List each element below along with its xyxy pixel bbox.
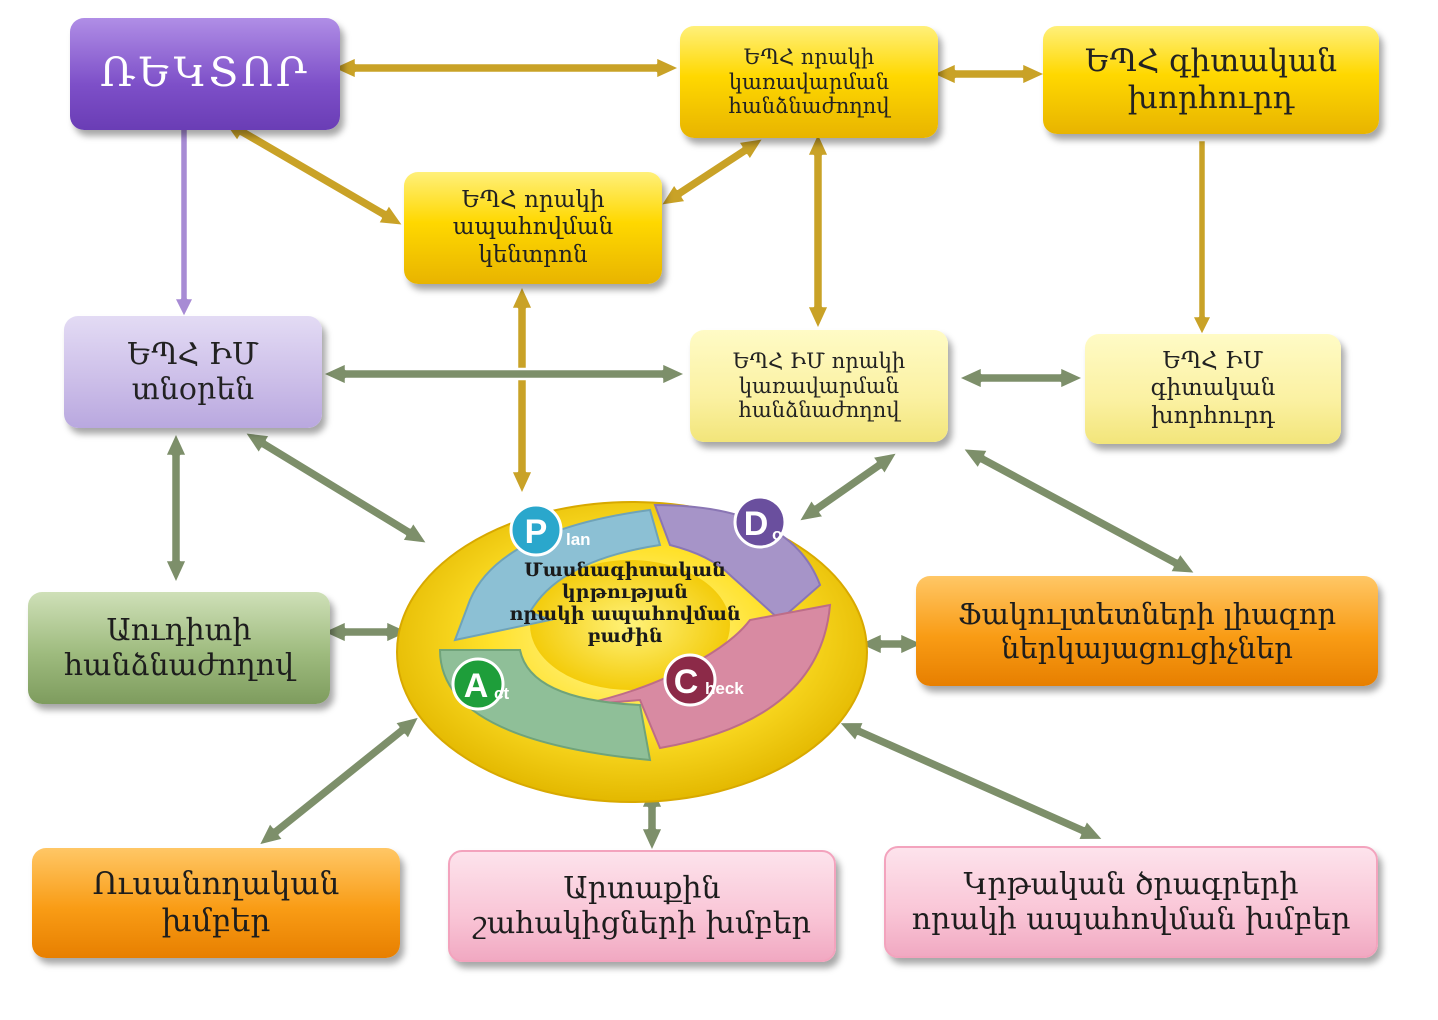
science-council-line-1: ԵՊՀ գիտական [1084, 43, 1338, 80]
plan-badge: P lan [509, 503, 591, 557]
svg-text:D: D [744, 505, 769, 543]
center-line-4: բաժին [587, 624, 663, 647]
stakeholders-line-1: Արտաքին [563, 870, 721, 906]
arrow-ijm-council-ijm-science [956, 365, 1086, 391]
act-badge: A ct [451, 657, 509, 711]
audit-box: Աուդիտի հանձնաժողով [28, 592, 330, 704]
stakeholders-box: Արտաքին շահակիցների խմբեր [448, 850, 836, 962]
arrow-director-ijm-council [320, 361, 688, 387]
director-line-2: տնօրեն [131, 372, 255, 407]
do-badge: D o [733, 495, 787, 549]
program-groups-box: Կրթական ծրագրերի որակի ապահովման խմբեր [884, 846, 1378, 958]
arrow-pdca-students [256, 714, 422, 848]
science-council-box: ԵՊՀ գիտական խորհուրդ [1043, 26, 1379, 134]
arrow-pdca-programs [836, 720, 1106, 842]
svg-text:C: C [674, 663, 699, 701]
arrow-quality-council-qa-center [658, 136, 766, 208]
rector-box: ՌԵԿՏՈՐ [70, 18, 340, 130]
faculty-reps-line-2: ներկայացուցիչներ [1001, 631, 1293, 665]
quality-council-line-2: կառավարման [728, 69, 890, 94]
arrow-rector-director [172, 120, 196, 320]
check-badge: C heck [663, 653, 744, 707]
plan-segment [453, 508, 662, 642]
faculty-reps-line-1: Ֆակուլտետների լիազոր [957, 596, 1337, 631]
ijm-quality-council-line-3: հանձնաժողով [738, 398, 900, 423]
arrow-quality-council-science-council [930, 61, 1048, 87]
svg-text:P: P [525, 513, 548, 551]
qa-center-line-3: կենտրոն [478, 241, 588, 268]
student-groups-box: Ուսանողական խմբեր [32, 848, 400, 958]
quality-council-box: ԵՊՀ որակի կառավարման հանձնաժողով [680, 26, 938, 138]
arrow-qa-center-pdca [509, 283, 535, 497]
svg-text:A: A [464, 667, 489, 705]
ijm-science-council-box: ԵՊՀ ԻՄ գիտական խորհուրդ [1085, 334, 1341, 444]
pdca-cycle: P lan D o C heck A ct [396, 495, 868, 803]
science-council-line-2: խորհուրդ [1127, 80, 1295, 116]
qa-center-box: ԵՊՀ որակի ապահովման կենտրոն [404, 172, 662, 284]
director-box: ԵՊՀ ԻՄ տնօրեն [64, 316, 322, 428]
ijm-quality-council-line-1: ԵՊՀ ԻՄ որակի [732, 348, 906, 373]
ijm-science-council-line-3: խորհուրդ [1151, 402, 1275, 429]
center-line-2: կրթության [562, 580, 688, 603]
arrow-director-pdca [242, 430, 430, 546]
rector-label: ՌԵԿՏՈՐ [100, 50, 310, 97]
qa-center-line-2: ապահովման [452, 214, 614, 241]
center-line-3: որակի ապահովման [509, 602, 741, 625]
quality-council-line-1: ԵՊՀ որակի [743, 44, 875, 69]
center-unit-label: Մասնագիտական կրթության որակի ապահովման բ… [495, 559, 755, 647]
program-groups-line-1: Կրթական ծրագրերի [963, 866, 1299, 902]
arrow-director-audit [163, 430, 189, 586]
ijm-science-council-line-1: ԵՊՀ ԻՄ [1162, 348, 1264, 375]
director-line-1: ԵՊՀ ԻՄ [127, 336, 259, 372]
student-groups-line-1: Ուսանողական [92, 866, 340, 903]
arrow-ijm-council-faculty [960, 446, 1198, 576]
audit-line-1: Աուդիտի [106, 612, 252, 648]
student-groups-line-2: խմբեր [161, 903, 271, 939]
program-groups-line-2: որակի ապահովման խմբեր [911, 902, 1351, 937]
qa-center-line-1: ԵՊՀ որակի [461, 187, 605, 214]
ijm-science-council-line-2: գիտական [1150, 375, 1276, 402]
arrow-quality-council-ijm-council [805, 130, 831, 332]
faculty-reps-box: Ֆակուլտետների լիազոր ներկայացուցիչներ [916, 576, 1378, 686]
svg-text:lan: lan [566, 530, 591, 549]
ijm-quality-council-line-2: կառավարման [738, 373, 900, 398]
svg-text:ct: ct [494, 684, 509, 703]
center-line-1: Մասնագիտական [524, 559, 726, 581]
arrow-science-council-ijm-science [1190, 138, 1214, 338]
svg-text:o: o [772, 525, 782, 544]
stakeholders-line-2: շահակիցների խմբեր [473, 906, 811, 941]
arrow-rector-qa-center [220, 118, 406, 228]
arrow-rector-quality-council [330, 55, 682, 81]
audit-line-2: հանձնաժողով [63, 648, 295, 683]
arrow-ijm-council-pdca [796, 450, 900, 524]
ijm-quality-council-box: ԵՊՀ ԻՄ որակի կառավարման հանձնաժողով [690, 330, 948, 442]
quality-council-line-3: հանձնաժողով [728, 94, 890, 119]
svg-text:heck: heck [705, 679, 744, 698]
